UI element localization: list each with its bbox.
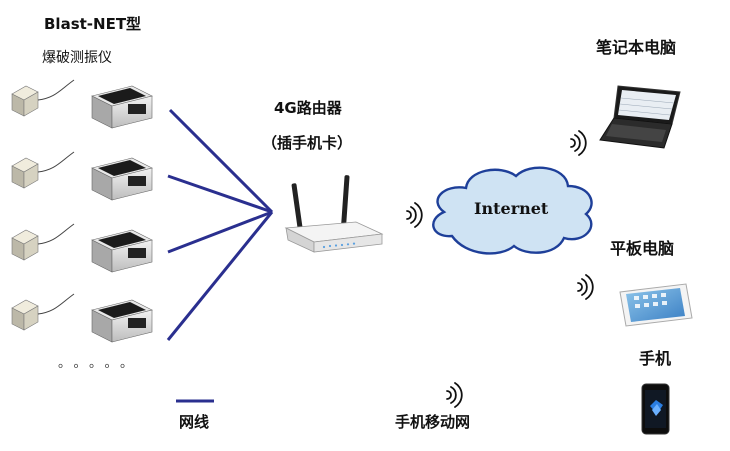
vibration-sensor-icon xyxy=(11,85,39,117)
seismograph-device-icon xyxy=(91,229,153,273)
tablet-label: 平板电脑 xyxy=(610,239,675,258)
router-title: 4G路由器 xyxy=(274,99,342,117)
mobile-network-label: 手机移动网 xyxy=(395,413,471,431)
seismograph-device-icon xyxy=(91,85,153,129)
legend-cable-label: 网线 xyxy=(179,413,210,431)
seismograph-unit-1 xyxy=(11,79,153,129)
tablet-icon xyxy=(619,283,693,327)
cable-3 xyxy=(167,210,273,254)
internet-label: Internet xyxy=(474,199,549,218)
cable-1 xyxy=(168,108,274,214)
cable-2 xyxy=(167,174,273,214)
cable-4 xyxy=(166,211,274,341)
seismograph-unit-4 xyxy=(11,293,153,343)
vibration-sensor-icon xyxy=(11,229,39,261)
smartphone-icon xyxy=(641,383,670,435)
laptop-icon xyxy=(599,85,681,149)
laptop-label: 笔记本电脑 xyxy=(596,38,677,57)
seismograph-unit-3 xyxy=(11,223,153,273)
seismograph-device-icon xyxy=(91,157,153,201)
network-cables xyxy=(166,108,274,403)
internet-cloud-icon xyxy=(432,166,593,255)
seismograph-unit-2 xyxy=(11,151,153,201)
seismograph-device-icon xyxy=(91,299,153,343)
more-devices-ellipsis: 。。。。。 xyxy=(58,356,143,371)
router-subtitle: （插手机卡） xyxy=(262,134,353,152)
device-subtitle: 爆破测振仪 xyxy=(42,50,112,66)
phone-label: 手机 xyxy=(639,349,672,368)
vibration-sensor-icon xyxy=(11,299,39,331)
device-title: Blast-NET型 xyxy=(44,15,142,33)
wireless-router-icon xyxy=(284,175,384,253)
vibration-sensor-icon xyxy=(11,157,39,189)
